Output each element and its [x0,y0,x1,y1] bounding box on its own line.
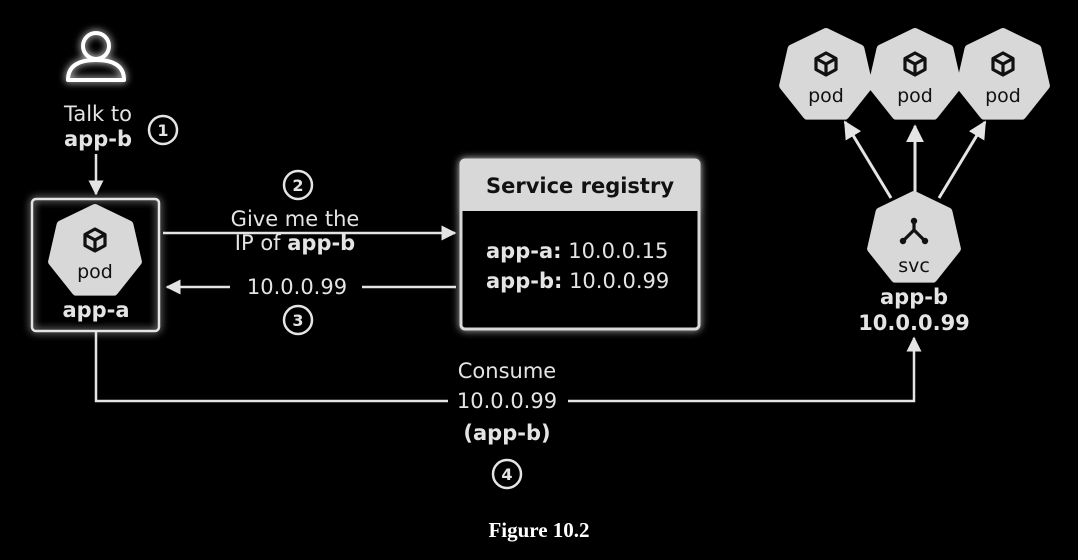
pod-1: pod [779,28,873,120]
step4-number: 4 [501,465,512,484]
svc-name: app-b [880,285,948,309]
step2-line2-prefix: IP of [235,231,287,255]
step1-badge: 1 [147,114,179,146]
step3-badge: 3 [282,304,314,336]
svc-node: svc [867,191,961,283]
arrow-svc-to-pod-1 [843,120,893,199]
app-a-pod-label: pod [77,261,113,283]
arrow-svc-to-pod-3 [937,120,987,199]
figure-caption: Figure 10.2 [488,518,590,542]
arrow-consume-left-segment [94,331,448,403]
registry-entry-value: 10.0.0.15 [562,239,669,263]
pod-label: pod [808,85,844,107]
registry-title: Service registry [486,174,674,198]
app-a-name: app-a [62,298,129,322]
registry-entry-key: app-a: [486,239,562,263]
pod-2: pod [868,28,962,120]
step3-number: 3 [292,311,303,330]
service-registry [459,158,701,331]
pod-3: pod [956,28,1050,120]
step4-line2: 10.0.0.99 [457,389,557,413]
step4-line3: (app-b) [463,421,550,445]
registry-entry: app-a: 10.0.0.15 [486,239,668,263]
registry-entry-key: app-b: [486,269,562,293]
pod-label: pod [985,85,1021,107]
arrow-consume-to-svc [568,336,922,403]
step2-line2-bold: app-b [287,231,355,255]
step1-line2: app-b [64,127,132,151]
step3-ip: 10.0.0.99 [247,275,347,299]
step4-badge: 4 [491,458,523,490]
app-a-pod: pod [48,204,142,296]
step1-line1: Talk to [63,102,132,126]
step2-number: 2 [292,176,303,195]
svc-ip: 10.0.0.99 [858,311,970,335]
svc-label: svc [898,255,930,277]
step4-line1: Consume [458,359,556,383]
step2-line2: IP of app-b [235,231,355,255]
registry-entry-value: 10.0.0.99 [562,269,669,293]
step2-line1: Give me the [231,207,360,231]
registry-entry: app-b: 10.0.0.99 [486,269,669,293]
person-icon [66,31,126,82]
step1-number: 1 [157,121,168,140]
network-icon [899,217,929,245]
pod-label: pod [897,85,933,107]
step2-badge: 2 [282,169,314,201]
